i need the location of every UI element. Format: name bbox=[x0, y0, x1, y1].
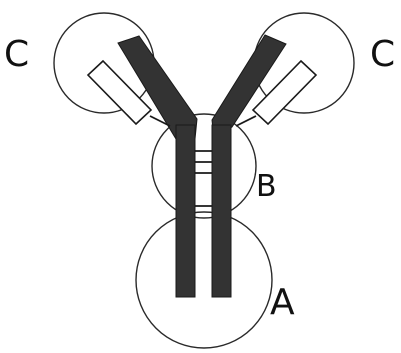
right-light-heavy-bond bbox=[236, 116, 256, 126]
left-heavy-chain-stem bbox=[176, 125, 195, 297]
region-a-circle bbox=[136, 212, 272, 348]
right-heavy-chain-stem bbox=[212, 125, 231, 297]
label-a: A bbox=[270, 282, 295, 323]
label-c-right: C bbox=[370, 34, 395, 75]
label-b: B bbox=[256, 169, 277, 204]
label-c-left: C bbox=[4, 34, 29, 75]
region-b-circle bbox=[152, 114, 256, 218]
